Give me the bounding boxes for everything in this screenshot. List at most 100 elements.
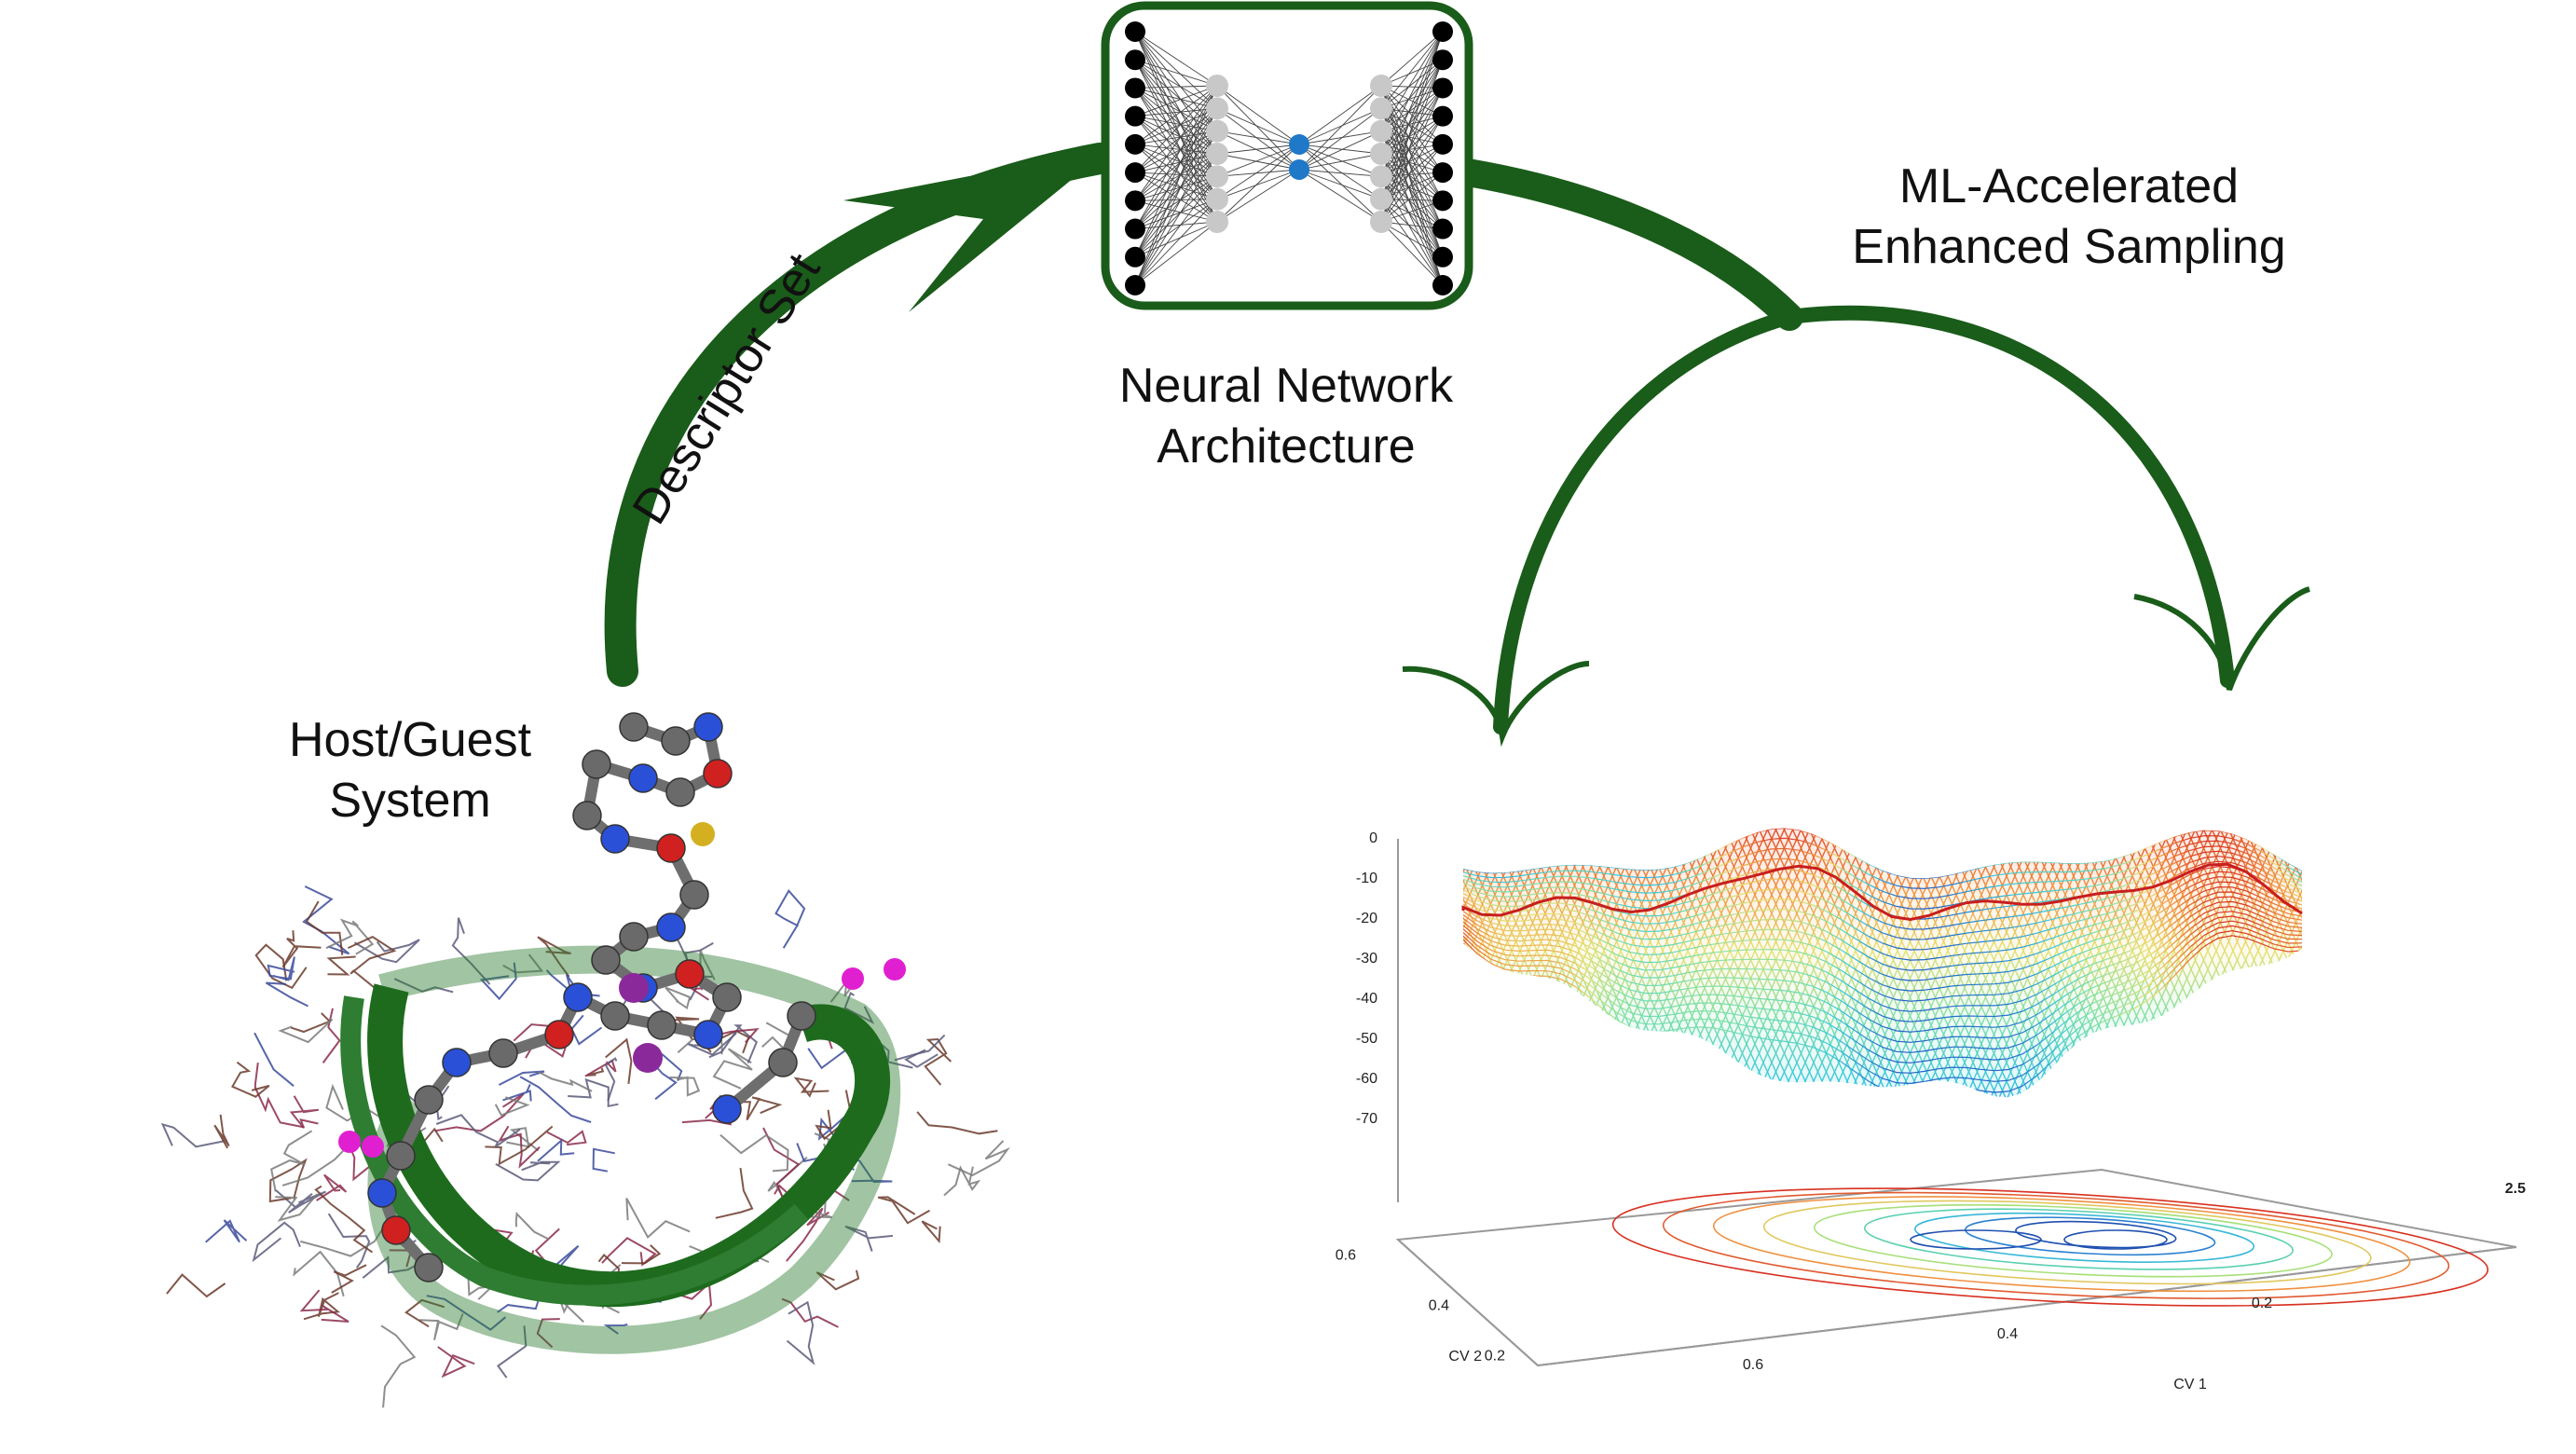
- atom-sphere: [712, 1094, 742, 1124]
- mesh-line: [1712, 828, 1882, 1098]
- hidden-node: [1206, 187, 1228, 211]
- arrow-branch-right-head: [2133, 586, 2311, 692]
- mesh-line: [2240, 828, 2302, 1098]
- network-edge: [1298, 107, 1382, 171]
- nucleotide-wire: [536, 1318, 560, 1349]
- network-edge: [1380, 171, 1444, 223]
- mesh-contour: [1463, 911, 2302, 1043]
- nucleotide-wire: [793, 1077, 829, 1098]
- hidden-node: [1206, 143, 1228, 165]
- mesh-line: [1569, 828, 1739, 1098]
- network-edge: [1134, 130, 1218, 229]
- hidden-node: [1206, 119, 1228, 143]
- nucleotide-wire: [479, 962, 517, 1001]
- mesh-line: [1323, 802, 1453, 1174]
- nucleotide-wire: [293, 1250, 345, 1297]
- arrow-branch-left-head: [1402, 661, 1590, 748]
- neural-network-label-line1: Neural Network: [1118, 359, 1454, 413]
- contour-ring: [1611, 1187, 2489, 1307]
- network-edge: [1298, 144, 1382, 200]
- network-edge: [1380, 59, 1444, 109]
- mesh-contour: [1463, 835, 2302, 889]
- mesh-line: [1463, 828, 1479, 1098]
- z-tick-label: -10: [1356, 871, 1377, 886]
- atom-sphere: [600, 1001, 630, 1031]
- nucleotide-wire: [300, 1218, 391, 1257]
- hidden-node: [1206, 211, 1228, 233]
- nucleotide-wire: [603, 1324, 628, 1335]
- ml-sampling-label: ML-Accelerated Enhanced Sampling: [1827, 157, 2311, 278]
- network-edge: [1134, 199, 1218, 229]
- nucleotide-wire: [715, 1167, 754, 1219]
- mesh-line: [1972, 828, 2142, 1098]
- network-edge: [1216, 153, 1300, 171]
- mesh-contour: [1463, 886, 2302, 992]
- output-node: [1432, 246, 1453, 267]
- mesh-line: [2090, 828, 2259, 1098]
- nucleotide-wire: [537, 936, 571, 978]
- atom-sphere: [693, 712, 723, 742]
- z-tick-label: -20: [1356, 911, 1377, 926]
- network-edge: [1380, 144, 1444, 223]
- dna-ribbon-back: [367, 945, 901, 1354]
- nucleotide-wire: [331, 1264, 367, 1294]
- mesh-line: [2309, 802, 2476, 1174]
- network-edge: [1380, 59, 1444, 155]
- atom-sphere: [665, 777, 695, 807]
- nucleotide-wire: [253, 1062, 305, 1129]
- output-node: [1432, 49, 1453, 71]
- nucleotide-wire: [435, 1114, 521, 1148]
- mesh-line: [1463, 828, 1496, 1098]
- mesh-line: [2350, 802, 2518, 1174]
- network-edge: [1380, 31, 1444, 87]
- network-edge: [1216, 107, 1300, 171]
- mesh-line: [1463, 828, 1538, 1098]
- mesh-line: [2342, 802, 2510, 1174]
- network-edge: [1380, 221, 1444, 258]
- mesh-line: [1463, 828, 1487, 1098]
- mesh-line: [1463, 828, 1471, 1098]
- nucleotide-wire: [451, 917, 491, 985]
- hidden-node: [1206, 165, 1228, 188]
- atom-sphere: [414, 1253, 444, 1283]
- atom-sphere: [656, 912, 686, 942]
- mesh-line: [1323, 802, 1336, 1174]
- surface-rim: [1461, 862, 2303, 922]
- network-edge: [1134, 130, 1218, 286]
- network-edge: [1298, 169, 1382, 177]
- nucleotide-wire: [894, 1034, 946, 1062]
- nucleotide-wire: [712, 1048, 753, 1090]
- output-node: [1432, 105, 1453, 127]
- free-energy-surface-plot: 0-10-20-30-40-50-60-700.60.40.2CV 20.60.…: [1323, 802, 2535, 1392]
- network-edge: [1216, 85, 1300, 145]
- nucleotide-wire: [290, 1012, 332, 1034]
- network-edge: [1134, 153, 1218, 258]
- nucleotide-wire: [314, 1185, 374, 1254]
- nucleotide-wire: [774, 888, 806, 949]
- network-edge: [1134, 85, 1218, 286]
- mesh-line: [1679, 828, 1848, 1098]
- mesh-line: [1871, 828, 2041, 1098]
- network-edge: [1380, 31, 1444, 131]
- output-node: [1125, 105, 1145, 127]
- mesh-line: [1880, 828, 2049, 1098]
- mesh-line: [2401, 802, 2535, 1174]
- nucleotide-wire: [537, 1070, 593, 1092]
- network-edge: [1380, 88, 1444, 177]
- mesh-contour: [1463, 896, 2302, 1012]
- mesh-line: [2299, 828, 2302, 1098]
- nucleotide-wire: [719, 1133, 789, 1173]
- network-edge: [1134, 85, 1218, 201]
- network-edge: [1380, 59, 1444, 131]
- mesh-line: [1687, 828, 1857, 1098]
- mesh-line: [1913, 828, 2083, 1098]
- phosphorus-atom: [338, 1131, 361, 1153]
- mesh-contour: [1463, 876, 2302, 971]
- nucleotide-wire: [786, 1300, 815, 1365]
- output-node: [1432, 218, 1453, 240]
- mesh-line: [2266, 828, 2302, 1098]
- nucleotide-wire: [815, 1269, 860, 1291]
- atom-sphere: [572, 801, 602, 830]
- mesh-line: [2392, 802, 2535, 1174]
- nucleotide-wire: [275, 1193, 319, 1222]
